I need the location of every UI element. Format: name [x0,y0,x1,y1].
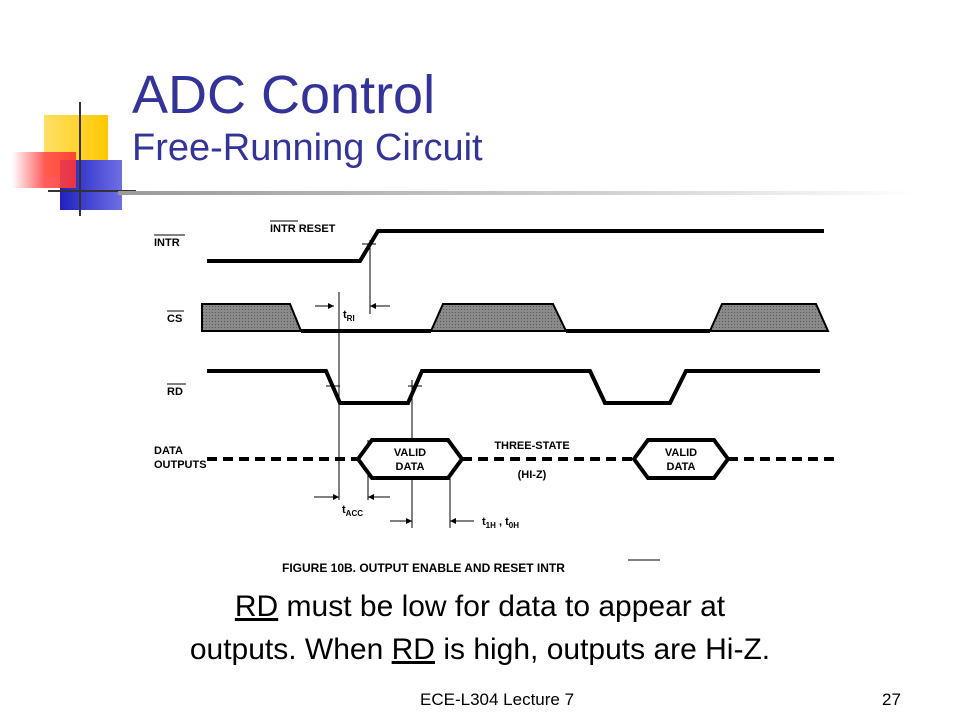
caption-rd-2: RD [391,633,435,666]
data-outputs-label-1: DATA [154,445,183,457]
intr-label: INTR [154,237,180,249]
caption-line1-text: must be low for data to appear at [278,590,726,623]
valid-data-1-line1: VALID [394,447,426,459]
title-underline-rule [118,191,918,195]
cs-pulse-1 [201,303,303,332]
hi-z-label: (HI-Z) [518,469,547,481]
caption-line-2: outputs. When RD is high, outputs are Hi… [0,630,960,670]
valid-data-2-line1: VALID [665,447,697,459]
slide-title: ADC Control [132,65,436,125]
title-block: ADC Control Free-Running Circuit [132,66,483,170]
decorative-corner-graphic [12,102,136,216]
footer-page-number: 27 [882,690,901,709]
t1h-t0h-label: t1H , t0H [482,516,519,530]
footer-lecture: ECE-L304 Lecture 7 [420,690,575,709]
tri-arrowhead-left [328,303,334,309]
caption-line2-start: outputs. When [189,633,392,666]
tacc-arrowhead-left [333,494,339,500]
t1h-arrowhead-right [450,518,456,524]
cs-pulse-3 [708,303,830,332]
tri-arrowhead-right [370,303,376,309]
rd-waveform [207,369,820,405]
valid-data-box-1 [355,438,465,480]
timing-diagram: INTR INTR RESET CS tRI RD DATA OUTPUTS V… [154,220,835,575]
valid-data-box-2 [631,438,731,480]
tacc-label: tACC [342,504,363,518]
cs-pulse-2 [429,303,568,332]
deco-red-square [12,152,76,188]
figure-caption: FIGURE 10B. OUTPUT ENABLE AND RESET INTR [282,561,565,575]
tacc-arrowhead-right [368,494,374,500]
data-outputs-label-2: OUTPUTS [154,459,207,471]
three-state-label: THREE-STATE [494,440,569,452]
valid-data-2-line2: DATA [667,461,696,473]
t1h-arrowhead-left [406,518,412,524]
caption-line2-text: is high, outputs are Hi-Z. [434,633,771,666]
intr-reset-label: INTR RESET [270,223,336,235]
tri-label: tRI [343,309,355,323]
caption-rd-1: RD [234,590,279,623]
valid-data-1-line2: DATA [396,461,425,473]
caption-line-1: RD must be low for data to appear at [0,587,960,627]
slide-subtitle: Free-Running Circuit [132,127,483,169]
cs-label: CS [167,313,182,325]
intr-waveform [207,229,824,263]
rd-label: RD [167,386,183,398]
figure-caption-intr: INTR [537,561,565,575]
